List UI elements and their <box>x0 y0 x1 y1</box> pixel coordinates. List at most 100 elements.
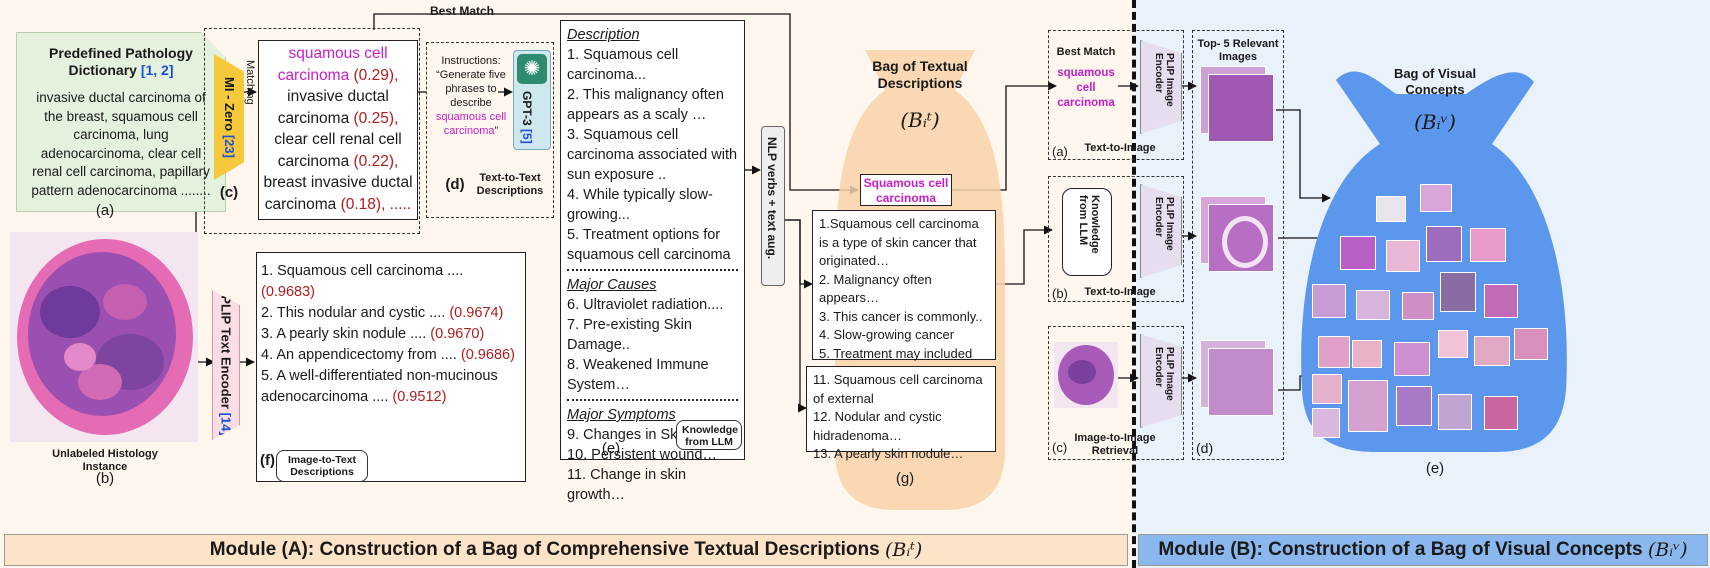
aug-text-item: 11. Squamous cell carcinoma of external <box>813 372 983 406</box>
histology-image <box>10 232 198 442</box>
aug-text-item: 1.Squamous cell carcinoma is a type of s… <box>819 216 979 268</box>
textual-bag-title: Bag of Textual Descriptions <box>872 58 968 91</box>
retrieved-image-ring <box>1222 216 1268 268</box>
cause-item: 6. Ultraviolet radiation.... <box>567 297 724 313</box>
dictionary-terms: invasive ductal carcinoma of the breast,… <box>31 90 211 198</box>
module-b-best-term: squamous cell carcinoma <box>1057 67 1115 109</box>
text-match-item: 3. A pearly skin nodule .... (0.9670) <box>261 326 485 342</box>
visual-bag-title: Bag of Visual Concepts <box>1393 66 1477 97</box>
plip-text-encoder: PLIP Text Encoder [14] <box>212 290 240 440</box>
description-item: 3. Squamous cell carcinoma associated wi… <box>567 127 738 183</box>
module-b-banner: Module (B): Construction of a Bag of Vis… <box>1138 534 1708 566</box>
pathology-dictionary: Predefined Pathology Dictionary [1, 2] i… <box>16 32 226 212</box>
concept-tile <box>1318 336 1350 368</box>
concept-tile <box>1402 292 1434 320</box>
text-to-image-group-a <box>1048 30 1184 160</box>
concept-tile <box>1438 394 1472 430</box>
section-divider <box>567 399 738 401</box>
llm-knowledge-tag: Knowledge from LLM <box>676 420 742 450</box>
mizero-block: MI - Zero [23] <box>214 54 244 180</box>
dictionary-refs: [1, 2] <box>140 62 174 78</box>
module-a-title: Module (A): Construction of a Bag of Com… <box>209 539 880 560</box>
concept-tile <box>1394 342 1430 376</box>
augmented-text-box-1: 1.Squamous cell carcinoma is a type of s… <box>812 210 996 398</box>
causes-heading: Major Causes <box>567 277 657 293</box>
description-item: 4. While typically slow-growing... <box>567 187 713 223</box>
mizero-group <box>204 28 420 234</box>
description-item: 5. Treatment options for squamous cell c… <box>567 227 731 263</box>
label-d-b: (d) <box>1196 440 1214 456</box>
concept-tile <box>1396 386 1432 426</box>
histology-caption: Unlabeled Histology Instance <box>52 448 158 473</box>
module-divider <box>1132 0 1136 568</box>
concept-tile <box>1312 284 1346 318</box>
t2i-caption-a: Text-to-Image <box>1084 142 1156 154</box>
text-match-item: 4. An appendicectomy from .... (0.9686) <box>261 347 515 363</box>
concept-tile <box>1474 336 1510 366</box>
description-item: 1. Squamous cell carcinoma... <box>567 47 679 83</box>
symptoms-heading: Major Symptoms <box>567 407 676 423</box>
gpt-instructions: Instructions: “Generate five phrases to … <box>435 55 507 137</box>
concept-tile <box>1312 408 1340 438</box>
symptom-item: 11. Change in skin growth… <box>567 467 687 503</box>
label-d-gpt: (d) <box>445 176 465 193</box>
label-b-b: (b) <box>1052 286 1068 301</box>
section-divider <box>567 269 738 271</box>
concept-tile <box>1484 396 1518 430</box>
concept-tile <box>1356 290 1390 320</box>
top5-images-group <box>1192 30 1284 460</box>
image-to-text-tag: Image-to-Text Descriptions <box>276 450 368 482</box>
concept-tile <box>1484 284 1518 318</box>
aug-text-item: 3. This cancer is commonly.. <box>819 308 983 324</box>
match-item: squamous cell carcinoma (0.29), <box>277 45 399 84</box>
concept-tile <box>1340 236 1376 270</box>
label-b: (b) <box>95 470 115 487</box>
plip-image-encoder-a: PLIP Image Encoder <box>1140 40 1182 134</box>
label-g: (g) <box>895 470 915 487</box>
match-item: clear cell renal cell carcinoma (0.22), <box>274 131 402 170</box>
module-a-symbol: (Bᵢᵗ) <box>884 539 923 561</box>
description-item: 2. This malignancy often appears as a sc… <box>567 87 724 123</box>
module-b-symbol: (Bᵢᵛ) <box>1647 539 1688 561</box>
symptom-item: 10. Persistent wound… <box>567 447 717 463</box>
aug-text-item: 4. Slow-growing cancer <box>819 327 955 342</box>
retrieved-image <box>1208 348 1274 416</box>
encoder-label: PLIP Image Encoder <box>1153 53 1175 107</box>
top5-caption: Top- 5 Relevant Images <box>1197 38 1279 63</box>
openai-icon: ✺ <box>517 54 547 84</box>
best-match-label: Best Match <box>430 4 495 18</box>
augmented-text-box-2: 11. Squamous cell carcinoma of external … <box>806 366 996 461</box>
concept-tile <box>1438 330 1468 358</box>
label-a: (a) <box>95 202 115 219</box>
concept-tile <box>1376 196 1406 222</box>
textual-bag-symbol: (Bᵢᵗ) <box>900 108 940 132</box>
aug-text-item: 13. A pearly skin nodule… <box>813 446 964 461</box>
text-match-item: 1. Squamous cell carcinoma .... (0.9683) <box>261 263 464 300</box>
image-to-text-results: 1. Squamous cell carcinoma .... (0.9683)… <box>256 252 526 482</box>
module-b-title: Module (B): Construction of a Bag of Vis… <box>1158 539 1643 560</box>
cause-item: 7. Pre-existing Skin Damage.. <box>567 317 692 353</box>
encoder-label: PLIP Image Encoder <box>1153 197 1175 251</box>
encoder-label: PLIP Image Encoder <box>1153 347 1175 401</box>
module-b-best-match: Best Match <box>1056 46 1116 58</box>
plip-image-encoder-c: PLIP Image Encoder <box>1140 334 1182 428</box>
text-match-item: 5. A well-differentiated non-mucinous ad… <box>261 368 498 405</box>
visual-bag-symbol: (Bᵢᵛ) <box>1414 110 1456 134</box>
gpt-caption: Text-to-Text Descriptions <box>476 172 544 197</box>
match-item: invasive ductal carcinoma (0.25), <box>277 88 399 127</box>
nlp-augmentation-block: NLP verbs + text aug. <box>761 126 785 286</box>
dictionary-title: Predefined Pathology Dictionary [1, 2] <box>49 45 193 78</box>
label-c-mizero: (c) <box>219 184 239 201</box>
image-to-image-group <box>1048 326 1184 460</box>
aug-text-item: 2. Malignancy often appears… <box>819 271 932 306</box>
concept-tile <box>1470 228 1506 262</box>
label-a-b: (a) <box>1052 144 1068 159</box>
description-heading: Description <box>567 27 640 43</box>
t2i-caption-b: Text-to-Image <box>1084 286 1156 298</box>
text-match-item: 2. This nodular and cystic .... (0.9674) <box>261 305 504 321</box>
i2i-caption: Image-to-Image Retrieval <box>1074 432 1156 457</box>
retrieved-image <box>1208 74 1274 142</box>
label-f: (f) <box>260 452 275 469</box>
text-to-image-group-b <box>1048 176 1184 302</box>
concept-tile <box>1426 226 1462 262</box>
